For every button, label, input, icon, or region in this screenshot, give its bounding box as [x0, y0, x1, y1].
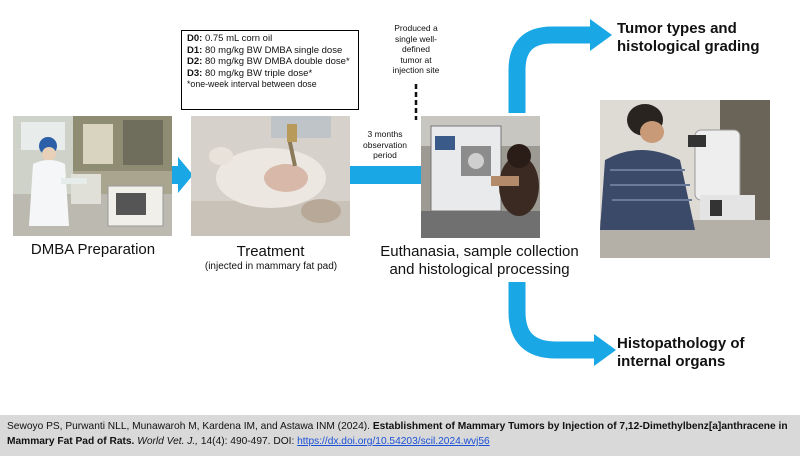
citation-journal: World Vet. J.,: [137, 436, 198, 447]
outcome-tumor-types: Tumor types and histological grading: [617, 20, 760, 55]
label-euthanasia-line2: and histological processing: [389, 261, 570, 278]
produced-tumor-note: Produced a single well- defined tumor at…: [392, 23, 440, 75]
arrow-branch-down: [508, 282, 596, 359]
label-dmba-preparation: DMBA Preparation: [30, 241, 156, 258]
label-euthanasia-line1: Euthanasia, sample collection: [380, 243, 579, 260]
photo-histological-processing: [421, 116, 540, 238]
arrow-branch-up: [508, 26, 592, 113]
photo-treatment-rat: [191, 116, 350, 236]
outcome-histopathology: Histopathology of internal organs: [617, 335, 745, 370]
arrow-treatment-to-euthanasia: [344, 157, 441, 193]
dose-line-d2: D2: 80 mg/kg BW DMBA double dose*: [187, 56, 350, 68]
dose-note: *one-week interval between dose: [187, 79, 317, 90]
dose-line-d3: D3: 80 mg/kg BW triple dose*: [187, 67, 313, 79]
citation-doi-link[interactable]: https://dx.doi.org/10.54203/scil.2024.wv…: [297, 436, 490, 447]
dose-line-d1: D1: 80 mg/kg BW DMBA single dose: [187, 44, 343, 56]
label-treatment: Treatment: [236, 243, 305, 260]
photo-dmba-preparation: [13, 116, 172, 236]
citation-volume: 14(4): 490-497. DOI:: [200, 436, 295, 447]
dose-line-d0: D0: 0.75 mL corn oil: [187, 33, 273, 44]
citation-bar: Sewoyo PS, Purwanti NLL, Munawaroh M, Ka…: [0, 415, 800, 456]
photo-microscope: [600, 100, 770, 258]
label-treatment-sub: (injected in mammary fat pad): [204, 261, 338, 272]
citation-authors: Sewoyo PS, Purwanti NLL, Munawaroh M, Ka…: [7, 421, 370, 432]
dose-groups-box: D0: 0.75 mL corn oil D1: 80 mg/kg BW DMB…: [181, 30, 359, 110]
observation-period-label: 3 months observation period: [363, 129, 407, 160]
citation-title: Establishment of Mammary Tumors by Injec…: [7, 421, 788, 447]
